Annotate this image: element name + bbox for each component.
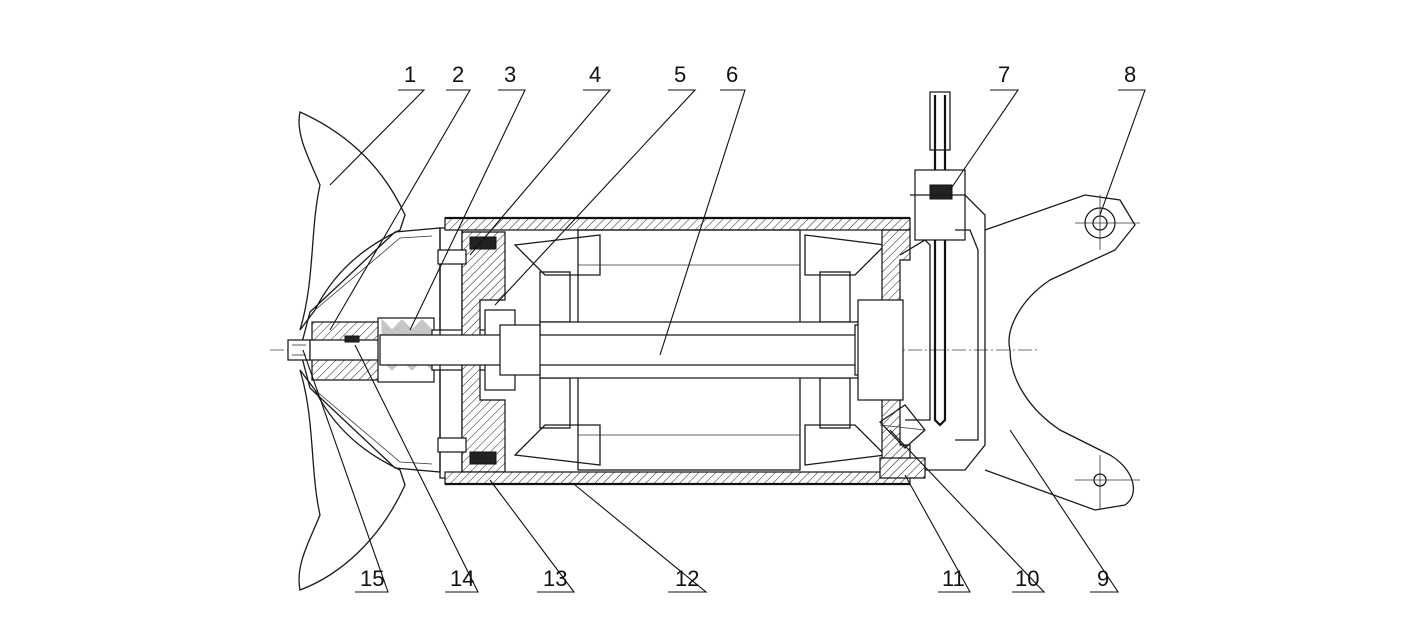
callout-14: 14: [450, 566, 474, 591]
callout-13: 13: [543, 566, 567, 591]
hub-nut: [287, 339, 311, 361]
motor-housing: [444, 216, 911, 486]
callout-6: 6: [726, 62, 738, 87]
callout-9: 9: [1097, 566, 1109, 591]
callout-4: 4: [589, 62, 601, 87]
callout-11: 11: [942, 566, 965, 591]
callout-15: 15: [360, 566, 384, 591]
callout-2: 2: [452, 62, 464, 87]
callout-7: 7: [998, 62, 1010, 87]
callout-labels: 1 2 3 4 5 6 7 8 9 10 11 12 13 14 15: [360, 62, 1136, 591]
callout-3: 3: [504, 62, 516, 87]
callout-5: 5: [674, 62, 686, 87]
lifting-bracket: [984, 194, 1140, 511]
callout-10: 10: [1015, 566, 1039, 591]
callout-8: 8: [1124, 62, 1136, 87]
callout-1: 1: [404, 62, 416, 87]
callout-12: 12: [675, 566, 699, 591]
leader-lines: [302, 89, 1146, 593]
rear-end-shield: [857, 91, 986, 479]
